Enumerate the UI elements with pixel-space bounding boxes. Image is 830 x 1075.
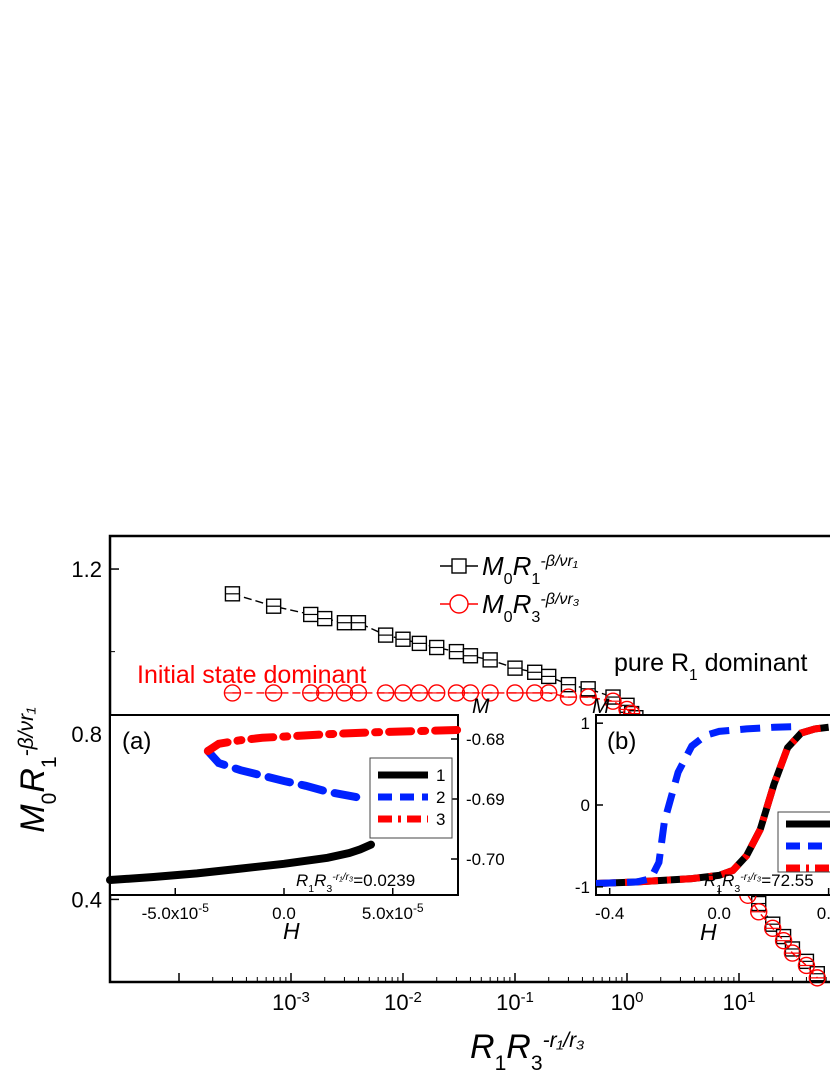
inset-b-curve-2 xyxy=(595,723,830,888)
legend-square-marker xyxy=(451,558,467,574)
inset-b-x-title: H xyxy=(700,919,717,945)
inset-a-x-tick-label: 0.0 xyxy=(272,904,296,923)
y-tick-label: 0.4 xyxy=(71,887,102,912)
inset-b-x-tick-label: -0.4 xyxy=(595,904,624,923)
x-axis-title: R1R3-r₁/r₃ xyxy=(470,1028,585,1075)
annotation-pure-r1: pure R1 dominant xyxy=(614,649,808,684)
legend-label-black: M0R1-β/νr₁ xyxy=(482,551,578,588)
inset-b-legend xyxy=(777,811,830,873)
inset-a-curve-1 xyxy=(106,840,375,884)
inset-b-panel-label: (b) xyxy=(607,728,636,755)
x-tick-label: 100 xyxy=(611,989,644,1016)
x-tick-label: 101 xyxy=(723,989,756,1016)
inset-a-x-title: H xyxy=(283,918,300,944)
x-tick-label: 10-2 xyxy=(384,989,422,1016)
inset-b-y-tick-label: -1 xyxy=(575,878,590,897)
legend-label-red: M0R3-β/νr₃ xyxy=(482,589,579,626)
legend-circle-marker xyxy=(449,594,469,614)
inset-b-x-tick-label: 0.4 xyxy=(817,904,830,923)
inset-b-note: R1R3-r₁/r₃=72.55 xyxy=(704,871,814,895)
annotation-initial-state: Initial state dominant xyxy=(137,661,366,689)
x-tick-label: 10-3 xyxy=(272,989,310,1016)
x-tick-label: 10-1 xyxy=(496,989,534,1016)
inset-a-legend-label: 1 xyxy=(436,766,445,785)
inset-b-y-title: M xyxy=(592,695,610,718)
inset-b-curve-1 xyxy=(595,722,802,888)
inset-b-x-tick-label: 0.0 xyxy=(707,904,731,923)
inset-a-y-tick-label: -0.69 xyxy=(466,790,505,809)
inset-a-note: R1R3-r₁/r₃=0.0239 xyxy=(296,871,415,895)
inset-a-legend-label: 2 xyxy=(436,788,445,807)
y-tick-label: 1.2 xyxy=(71,557,102,582)
inset-b-y-tick-label: 0 xyxy=(581,796,590,815)
inset-a-y-tick-label: -0.68 xyxy=(466,730,505,749)
y-axis-title: M0R1-β/νr₁ xyxy=(14,707,61,833)
inset-a-legend-label: 3 xyxy=(436,810,445,829)
inset-a-curve-3 xyxy=(203,726,462,755)
inset-a-y-title: M xyxy=(472,695,490,718)
inset-a-y-tick-label: -0.70 xyxy=(466,850,505,869)
inset-a-panel-label: (a) xyxy=(122,728,151,755)
inset-a-x-tick-label: -5.0x10-5 xyxy=(142,901,210,923)
inset-a-legend: 1 2 3 xyxy=(369,757,453,839)
inset-b-y-tick-label: 1 xyxy=(581,714,590,733)
inset-a-x-tick-label: 5.0x10-5 xyxy=(362,901,424,923)
inset-a-curve-2 xyxy=(203,747,365,802)
y-tick-label: 0.8 xyxy=(71,722,102,747)
